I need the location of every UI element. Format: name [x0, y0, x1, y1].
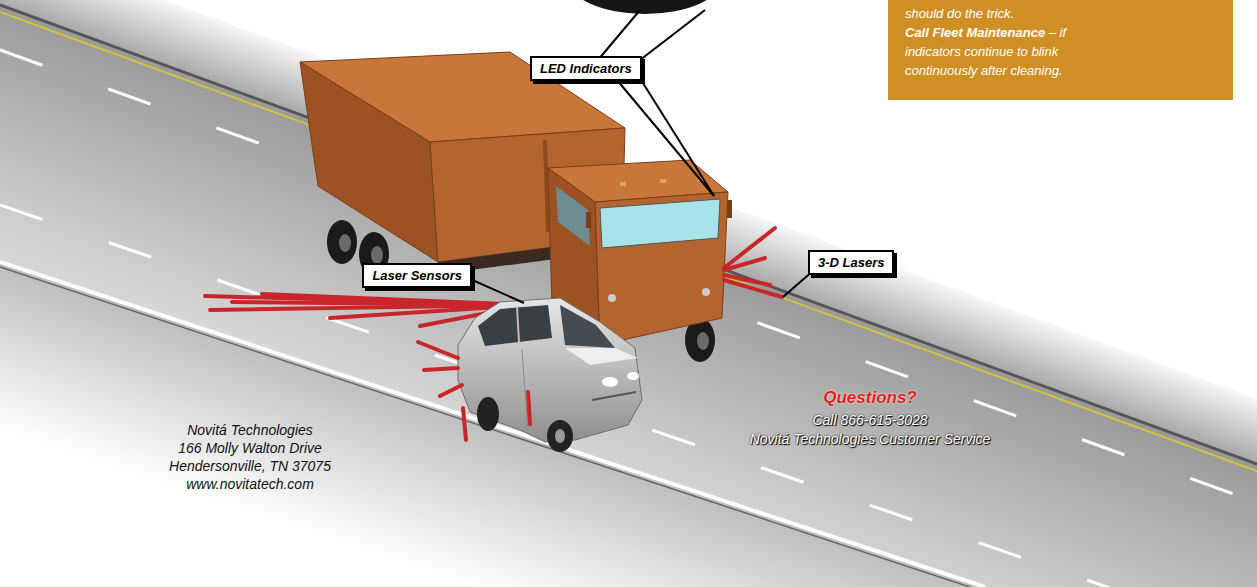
- leader-line: [598, 10, 640, 60]
- laser-beam: [724, 280, 782, 297]
- questions-heading: Questions?: [823, 388, 917, 408]
- leader-line: [636, 72, 714, 196]
- car-hood: [565, 348, 638, 365]
- label-text: Laser Sensors: [372, 268, 462, 283]
- lane-dashes: [0, 50, 1257, 503]
- label-holder: Novitá Technologies: [187, 422, 313, 439]
- car-wheel: [547, 420, 573, 452]
- address-line: Hendersonville, TN 37075: [169, 458, 331, 475]
- wheel: [327, 220, 357, 264]
- cab-front: [595, 192, 728, 345]
- label-text: 3-D Lasers: [818, 255, 884, 270]
- car-wheel: [477, 397, 499, 431]
- car-door-line: [522, 350, 528, 430]
- indicator-disc: [567, 0, 723, 14]
- car-grille: [592, 392, 636, 400]
- car-pillar: [517, 307, 519, 342]
- label-text: LED Indicators: [540, 61, 632, 76]
- note-text: should do the trick.: [905, 6, 1014, 21]
- laser-beam: [724, 258, 765, 270]
- car-headlight: [627, 372, 639, 380]
- car-laser-beams: [418, 342, 530, 440]
- address-line: www.novitatech.com: [186, 476, 314, 493]
- roof-light: [620, 182, 626, 186]
- laser-beam: [463, 408, 466, 440]
- label-holder: www.novitatech.com: [186, 476, 314, 493]
- car-body: [458, 298, 642, 442]
- car-hub: [555, 429, 565, 443]
- headlight: [702, 288, 710, 296]
- cab-window: [556, 186, 590, 246]
- leader-lines: [468, 10, 814, 303]
- laser-beam: [418, 342, 458, 358]
- leader-line: [640, 10, 705, 60]
- callout-label: LED Indicators: [530, 56, 642, 81]
- laser-beam: [528, 392, 530, 424]
- note-panel: should do the trick. Call Fleet Maintenan…: [888, 0, 1233, 100]
- laser-beam: [424, 368, 458, 370]
- text-block: should do the trick.: [905, 4, 1110, 23]
- contact-line: Novitá Technologies Customer Service: [750, 430, 991, 448]
- car-headlight: [602, 377, 618, 387]
- label-holder: Novitá Technologies Customer Service: [750, 430, 991, 448]
- wheel-hub: [697, 332, 709, 350]
- label-holder: Questions?: [823, 388, 917, 408]
- label-holder: 166 Molly Walton Drive: [178, 440, 322, 457]
- text-block: Call Fleet Maintenance– if indicators co…: [905, 23, 1110, 80]
- label-holder: Call 866-615-3028: [812, 411, 927, 429]
- leader-line: [612, 74, 714, 196]
- callout-label: Laser Sensors: [362, 263, 472, 288]
- label-holder: Hendersonville, TN 37075: [169, 458, 331, 475]
- laser-beam: [262, 294, 528, 305]
- exhaust-stack: [545, 140, 548, 232]
- laser-beam: [440, 385, 462, 396]
- headlight: [608, 294, 616, 302]
- car-window: [478, 305, 552, 346]
- mirror: [586, 212, 591, 228]
- road-edge-line: [0, 262, 985, 587]
- wheel-hub: [339, 234, 351, 252]
- mirror: [727, 200, 732, 218]
- address-line: 166 Molly Walton Drive: [178, 440, 322, 457]
- car-windshield: [560, 305, 615, 348]
- roof-light: [660, 179, 666, 183]
- leader-line: [468, 278, 524, 303]
- wheel-hub: [371, 246, 383, 264]
- text-block: Laser Sensors: [372, 267, 462, 284]
- road-edge: [0, 267, 985, 587]
- trailer-side: [300, 62, 438, 262]
- callout-label: 3-D Lasers: [808, 250, 894, 275]
- address-line: Novitá Technologies: [187, 422, 313, 439]
- note-heading: Call Fleet Maintenance: [905, 25, 1045, 40]
- contact-line: Call 866-615-3028: [812, 411, 927, 429]
- text-block: 3-D Lasers: [818, 254, 884, 271]
- text-block: LED Indicators: [540, 60, 632, 77]
- windshield: [600, 199, 720, 248]
